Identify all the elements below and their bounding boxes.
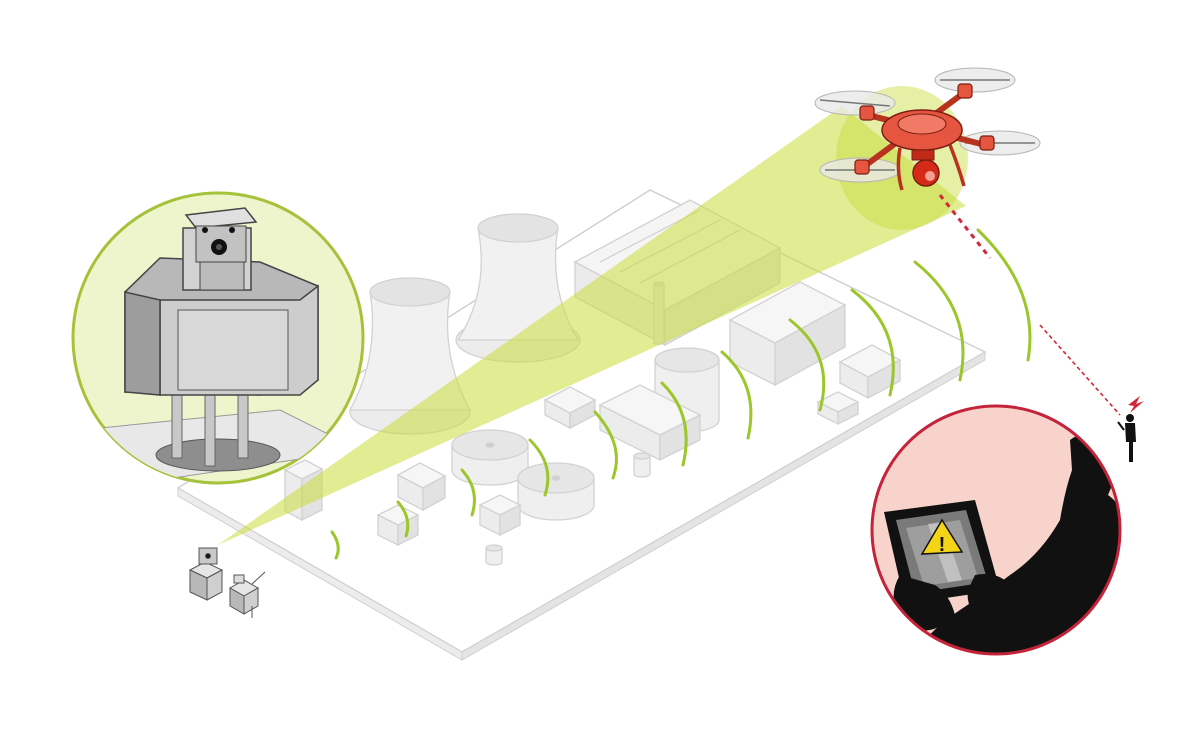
lightning-icon [1128,396,1144,413]
flat-tank-1 [451,429,529,486]
control-link [938,194,1121,416]
drone-operator-figure [1117,396,1144,462]
building-right [728,281,847,387]
sensor-closeup [71,191,365,485]
warning-symbol: ! [939,534,946,556]
operator-closeup: ! [870,404,1122,656]
building-mid [543,384,702,462]
flat-tank-2 [517,462,595,521]
drone [814,67,1041,191]
signal-waves [330,228,1032,560]
tablet: ! [884,500,1000,604]
ground-sensor-unit [188,547,266,618]
building-front-left [376,452,651,566]
warning-triangle-icon [920,518,964,555]
